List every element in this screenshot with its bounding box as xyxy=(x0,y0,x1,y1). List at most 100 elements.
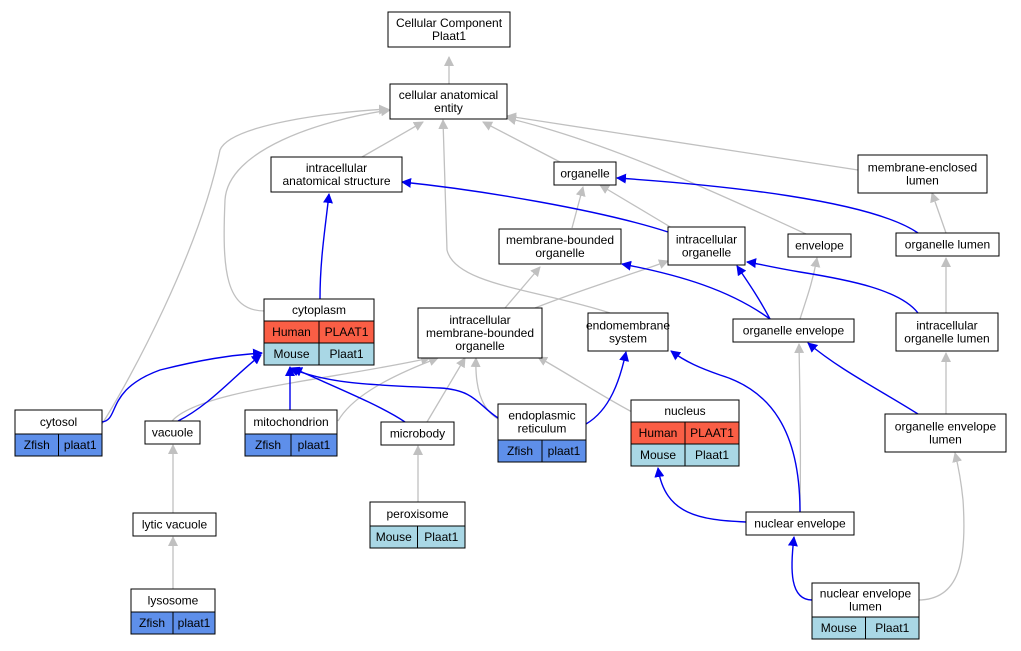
node-box xyxy=(144,420,201,445)
gene-symbol: PLAAT1 xyxy=(325,325,369,339)
node-label-line: organelle lumen xyxy=(905,238,990,252)
edge-cyto-cae xyxy=(223,106,391,312)
node-label-line: intracellular xyxy=(916,319,977,333)
edge-nel-oel xyxy=(917,452,965,601)
edges xyxy=(101,56,965,601)
node-label-line: intracellular xyxy=(306,161,367,175)
node-ne: nuclear envelope xyxy=(745,511,855,536)
node-label-line: system xyxy=(609,332,647,346)
gene-symbol: plaat1 xyxy=(178,616,211,630)
node-label-line: nuclear envelope xyxy=(754,517,846,531)
gene-cell xyxy=(541,439,587,463)
node-label-line: cellular anatomical xyxy=(399,88,498,102)
node-label-line: organelle envelope xyxy=(743,324,845,338)
edge-ems-cae xyxy=(438,119,611,314)
edge-cytosol-cae xyxy=(101,104,389,425)
edge-mito-imbo xyxy=(337,356,439,422)
node-box xyxy=(498,228,622,265)
gene-symbol: plaat1 xyxy=(548,444,581,458)
species-name: Human xyxy=(272,325,311,339)
node-box xyxy=(387,11,511,48)
node-label-line: nuclear envelope xyxy=(820,587,912,601)
edge-ol-org xyxy=(616,173,919,234)
node-ol: organelle lumen xyxy=(895,232,1000,257)
edge-org-cae xyxy=(482,121,561,163)
edge-io-ias xyxy=(401,177,669,233)
node-box xyxy=(857,154,988,194)
edge-vac-cyto xyxy=(177,354,262,422)
node-label-line: membrane-enclosed xyxy=(868,161,977,175)
node-label-line: entity xyxy=(434,101,463,115)
gene-symbol: plaat1 xyxy=(64,438,97,452)
gene-cell xyxy=(58,433,103,457)
gene-cell xyxy=(865,616,920,640)
edge-er-cyto xyxy=(289,366,499,419)
node-label-line: lysosome xyxy=(148,594,199,608)
edge-nuc-imbo xyxy=(537,356,633,413)
node-label-line: organelle xyxy=(682,246,732,260)
node-box xyxy=(884,413,1007,453)
node-label-line: peroxisome xyxy=(386,507,448,521)
node-label-line: vacuole xyxy=(152,426,194,440)
node-label-line: organelle xyxy=(455,339,505,353)
gene-cell xyxy=(290,433,338,457)
edge-ol-mel xyxy=(930,192,947,234)
gene-cell xyxy=(684,443,740,467)
node-box xyxy=(667,226,746,266)
node-label-line: Plaat1 xyxy=(432,29,466,43)
node-label-line: nucleus xyxy=(664,404,705,418)
edge-er-ems xyxy=(585,351,630,425)
edge-cytosol-cyto xyxy=(101,348,263,423)
gene-symbol: PLAAT1 xyxy=(690,426,734,440)
edge-ne-oe xyxy=(794,343,805,513)
edge-ias-cae xyxy=(361,121,424,158)
edge-mb-imbo xyxy=(426,357,466,423)
node-label-line: lytic vacuole xyxy=(142,518,208,532)
edge-oel-oe xyxy=(807,342,919,415)
edge-oe-mbo xyxy=(621,260,771,320)
node-box xyxy=(553,161,617,186)
node-oe: organelle envelope xyxy=(732,318,855,343)
node-org: organelle xyxy=(553,161,617,186)
node-box xyxy=(895,312,999,352)
node-label-line: lumen xyxy=(849,600,882,614)
species-name: Mouse xyxy=(376,530,412,544)
node-box xyxy=(132,512,217,537)
node-label-line: anatomical structure xyxy=(282,174,390,188)
node-label-line: membrane-bounded xyxy=(506,233,614,247)
gene-cell xyxy=(417,525,466,549)
node-label-line: microbody xyxy=(390,427,445,441)
node-vac: vacuole xyxy=(144,420,201,445)
node-env: envelope xyxy=(787,233,852,258)
node-label-line: membrane-bounded xyxy=(426,326,534,340)
node-label-line: intracellular xyxy=(449,313,510,327)
edge-imbo-mbo xyxy=(504,266,541,309)
node-label-line: Cellular Component xyxy=(396,16,503,30)
species-name: Zfish xyxy=(255,438,281,452)
edge-mbo-org xyxy=(571,186,586,229)
gene-cell xyxy=(172,611,216,635)
gene-symbol: plaat1 xyxy=(298,438,331,452)
edge-imbo-io xyxy=(534,259,669,309)
node-box xyxy=(389,83,508,120)
edge-oe-io xyxy=(736,265,771,320)
gene-symbol: Plaat1 xyxy=(695,448,729,462)
edge-iol-io xyxy=(746,258,919,314)
node-label-line: cytoplasm xyxy=(292,303,346,317)
node-box xyxy=(745,511,855,536)
species-name: Zfish xyxy=(507,444,533,458)
